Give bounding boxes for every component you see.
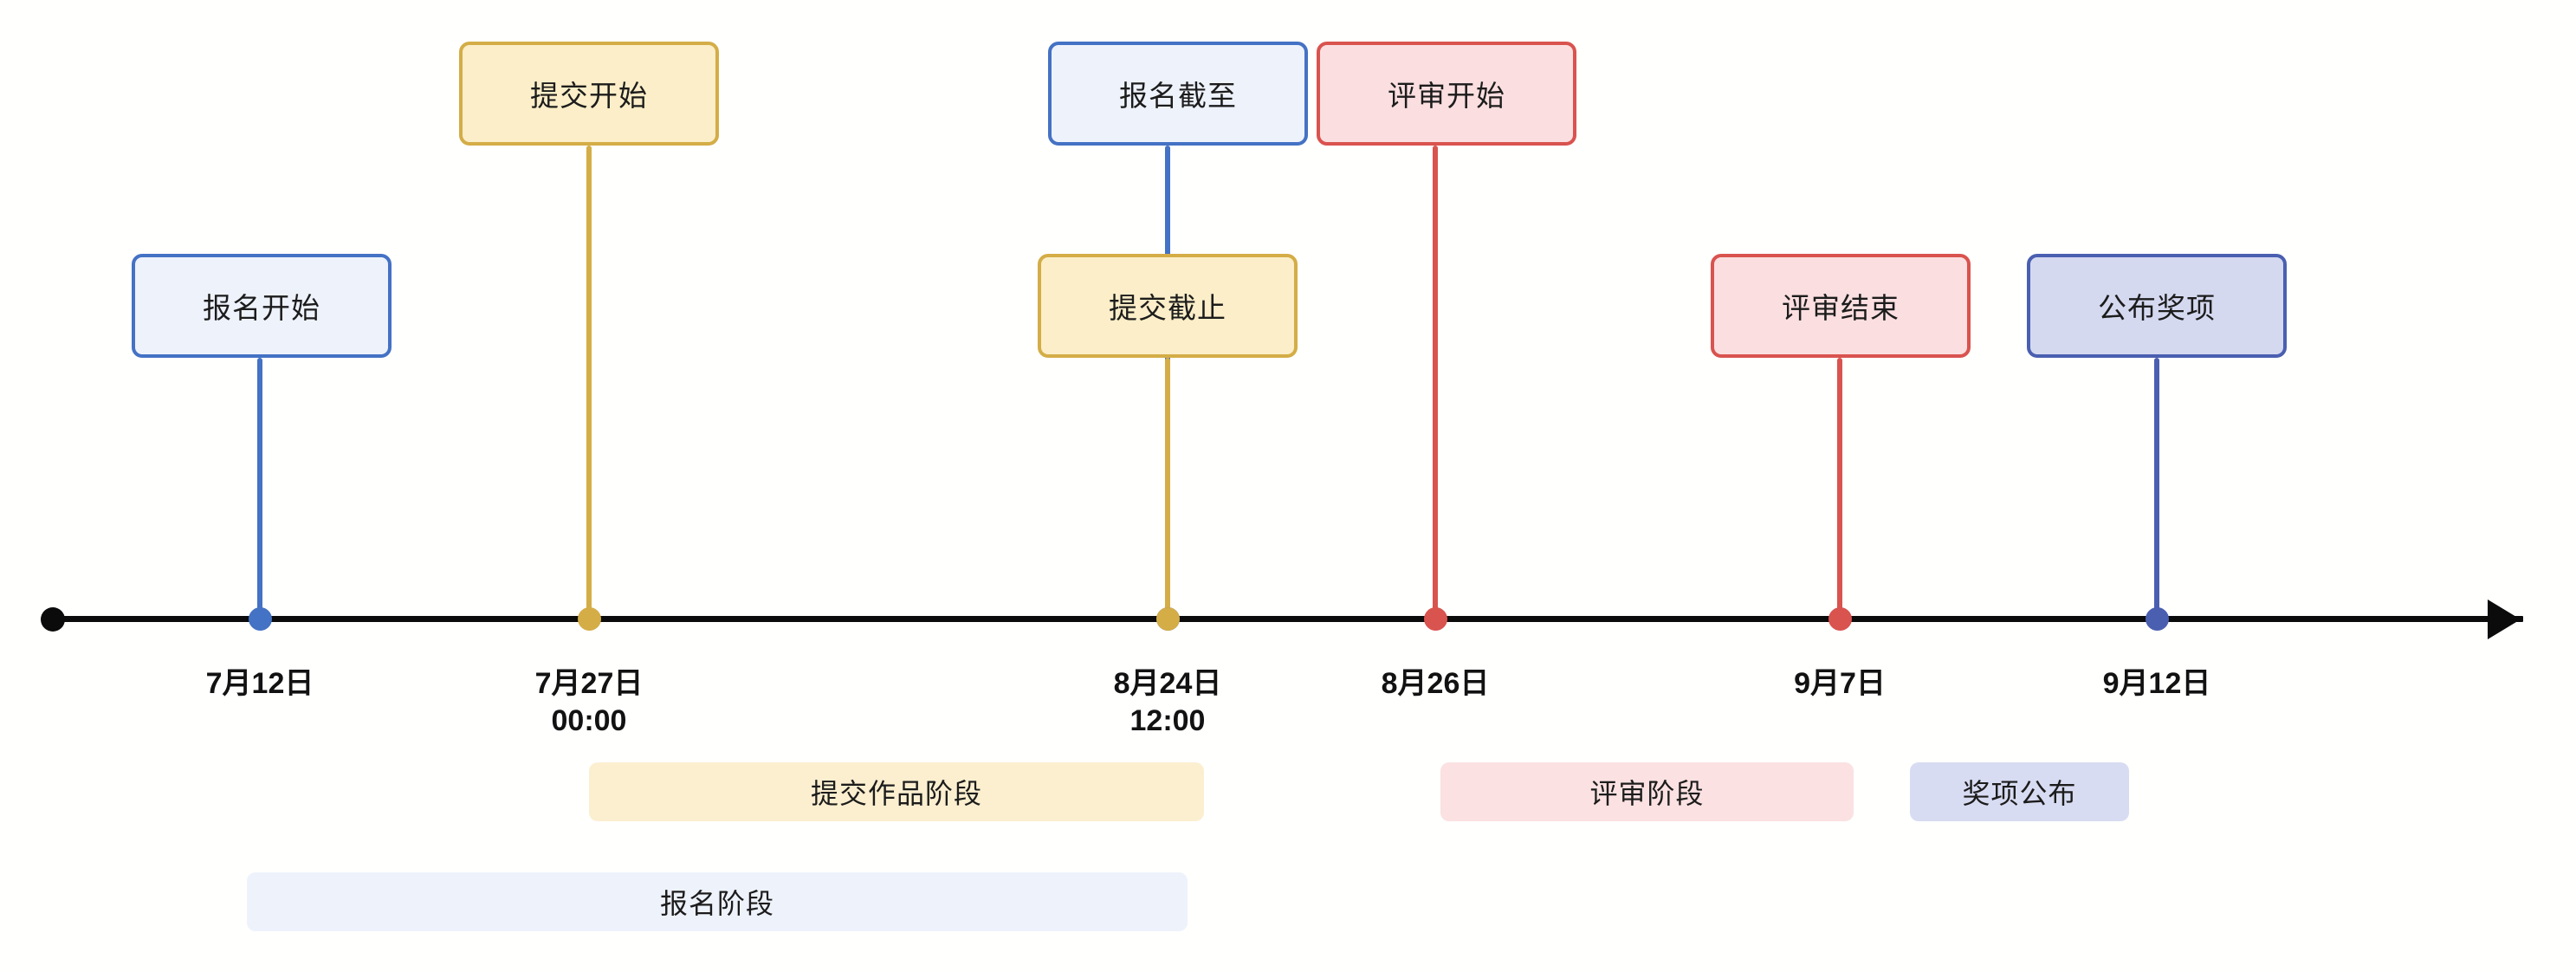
milestone-box-review-start[interactable]: 评审开始 (1317, 42, 1576, 146)
milestone-stem-review-start (1433, 146, 1438, 619)
milestone-box-award-announce[interactable]: 公布奖项 (2027, 254, 2287, 358)
milestone-box-signup-start[interactable]: 报名开始 (132, 254, 392, 358)
date-label-date: 8月26日 (1381, 667, 1490, 700)
milestone-box-signup-deadline[interactable]: 报名截至 (1048, 42, 1308, 146)
milestone-label: 公布奖项 (2098, 292, 2216, 324)
milestone-dot-award-announce[interactable] (2146, 607, 2169, 631)
milestone-box-submission-start[interactable]: 提交开始 (459, 42, 719, 146)
phase-bar-label: 提交作品阶段 (810, 778, 982, 809)
milestone-box-review-end[interactable]: 评审结束 (1711, 254, 1971, 358)
phase-bar-phase-review[interactable]: 评审阶段 (1440, 762, 1854, 821)
date-label-date-0912: 9月12日 (2103, 665, 2211, 703)
phase-bar-phase-award[interactable]: 奖项公布 (1910, 762, 2129, 821)
phase-bar-phase-submission[interactable]: 提交作品阶段 (589, 762, 1204, 821)
milestone-dot-review-start[interactable] (1424, 607, 1447, 631)
phase-bar-label: 奖项公布 (1962, 778, 2077, 809)
milestone-stem-submission-start (586, 146, 592, 619)
date-label-date-0907: 9月7日 (1794, 665, 1886, 703)
timeline-start-dot (41, 607, 65, 632)
milestone-stem-submission-deadline (1165, 358, 1170, 619)
timeline-arrow-icon (2488, 599, 2521, 639)
milestone-stem-signup-start (257, 358, 262, 619)
date-label-time: 00:00 (551, 703, 627, 737)
milestone-label: 报名截至 (1119, 80, 1237, 112)
date-label-date: 9月12日 (2102, 667, 2211, 700)
date-label-date: 8月24日 (1113, 667, 1222, 700)
milestone-label: 评审开始 (1388, 80, 1505, 112)
date-label-date: 7月27日 (534, 667, 644, 700)
date-label-date: 9月7日 (1794, 667, 1886, 700)
date-label-date: 7月12日 (205, 667, 314, 700)
milestone-label: 提交截止 (1109, 292, 1227, 324)
phase-bar-phase-signup[interactable]: 报名阶段 (247, 872, 1188, 931)
phase-bar-label: 报名阶段 (659, 888, 774, 919)
milestone-dot-review-end[interactable] (1828, 607, 1852, 631)
date-label-time: 12:00 (1129, 703, 1206, 737)
date-label-date-0712: 7月12日 (206, 665, 314, 703)
milestone-stem-award-announce (2154, 358, 2159, 619)
timeline-axis-line (48, 616, 2523, 622)
milestone-label: 提交开始 (530, 80, 648, 112)
date-label-date-0826: 8月26日 (1382, 665, 1490, 703)
milestone-dot-submission-deadline[interactable] (1156, 607, 1180, 631)
milestone-dot-submission-start[interactable] (578, 607, 601, 631)
phase-bar-label: 评审阶段 (1589, 778, 1705, 809)
milestone-dot-signup-start[interactable] (249, 607, 272, 631)
milestone-label: 评审结束 (1782, 292, 1900, 324)
milestone-label: 报名开始 (203, 292, 320, 324)
milestone-box-submission-deadline[interactable]: 提交截止 (1038, 254, 1298, 358)
milestone-stem-review-end (1837, 358, 1842, 619)
